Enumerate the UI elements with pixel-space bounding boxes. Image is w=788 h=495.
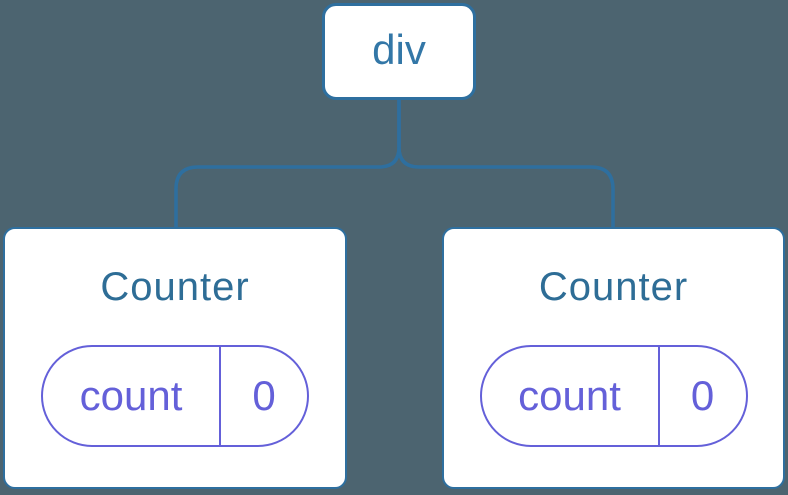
connector-path-left <box>174 100 401 228</box>
state-key-label: count <box>79 372 183 419</box>
counter-card-left: Counter count 0 <box>3 227 347 489</box>
component-title: Counter <box>538 265 689 309</box>
connector-path-right <box>397 100 615 228</box>
state-pill: count 0 <box>41 345 309 447</box>
root-node: div <box>322 3 476 100</box>
state-pill: count 0 <box>479 345 748 447</box>
state-value: 0 <box>657 347 746 445</box>
state-key-label: count <box>518 372 621 419</box>
component-title: Counter <box>100 265 250 309</box>
root-node-label: div <box>372 25 426 73</box>
state-value: 0 <box>219 347 307 445</box>
counter-card-right: Counter count 0 <box>442 227 785 489</box>
